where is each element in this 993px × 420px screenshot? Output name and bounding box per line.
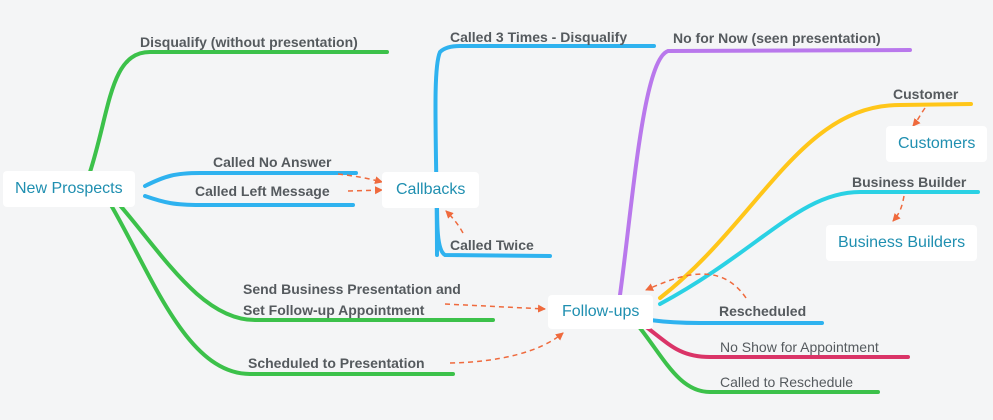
node-callbacks[interactable]: Callbacks <box>382 172 480 208</box>
label-customer: Customer <box>893 86 959 102</box>
branch-called-left-message-line <box>143 194 355 207</box>
arrow-scheduled-to-followups <box>449 332 564 364</box>
branch-no-show-line <box>643 324 910 359</box>
label-called-left-message: Called Left Message <box>195 183 330 199</box>
branch-no-for-now-line <box>618 48 912 297</box>
arrow-no-answer-to-callbacks <box>337 173 383 185</box>
node-customers[interactable]: Customers <box>886 126 988 162</box>
arrow-send-to-followups <box>444 303 546 313</box>
label-no-show: No Show for Appointment <box>720 339 879 355</box>
node-business-builders[interactable]: Business Builders <box>826 225 978 261</box>
label-called-to-reschedule: Called to Reschedule <box>720 374 854 390</box>
branch-called-3-times-line <box>433 44 656 257</box>
label-disqualify: Disqualify (without presentation) <box>140 34 358 50</box>
arrow-left-message-to-callbacks <box>347 186 383 195</box>
label-send-presentation-line2: Set Follow-up Appointment <box>243 302 425 318</box>
branch-send-presentation-line <box>110 194 495 322</box>
branch-rescheduled-line <box>648 318 824 325</box>
arrow-rescheduled-to-followups <box>645 273 747 299</box>
arrow-twice-to-callbacks <box>445 210 464 234</box>
label-business-builder: Business Builder <box>852 174 967 190</box>
node-new-prospects[interactable]: New Prospects <box>3 171 135 207</box>
label-scheduled-to-presentation: Scheduled to Presentation <box>248 355 425 371</box>
branch-called-no-answer-line <box>143 171 358 188</box>
label-send-presentation-line1: Send Business Presentation and <box>243 281 461 297</box>
branch-disqualify-line <box>88 50 389 174</box>
label-called-3-times: Called 3 Times - Disqualify <box>450 29 628 45</box>
node-follow-ups[interactable]: Follow-ups <box>548 295 654 329</box>
label-no-for-now: No for Now (seen presentation) <box>673 30 881 46</box>
branch-called-to-reschedule-line <box>638 326 880 394</box>
label-called-no-answer: Called No Answer <box>213 154 332 170</box>
label-rescheduled: Rescheduled <box>719 303 807 319</box>
label-called-twice: Called Twice <box>450 237 534 253</box>
branch-scheduled-line <box>106 198 455 376</box>
branch-customer-line <box>658 102 973 300</box>
arrow-customer-to-customers <box>912 107 926 127</box>
branch-business-builder-line <box>658 190 980 306</box>
arrow-builder-to-builders <box>892 195 905 222</box>
label-send-presentation: Send Business Presentation and Set Follo… <box>243 279 461 321</box>
